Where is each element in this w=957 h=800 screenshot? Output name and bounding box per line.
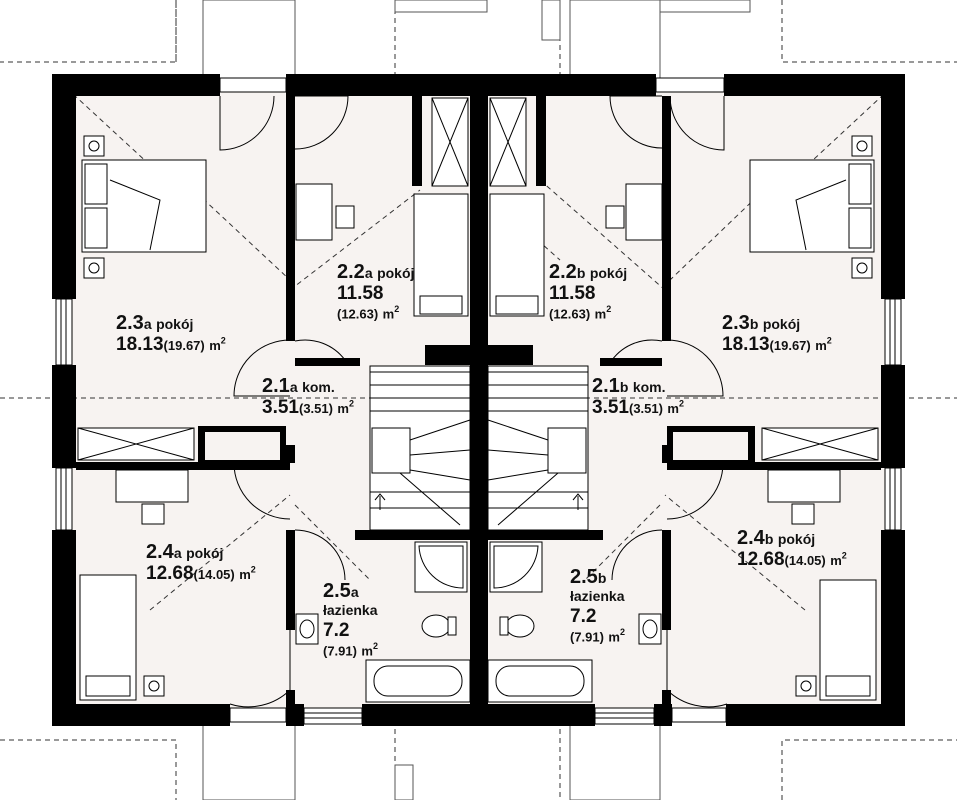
- room-label-2-1a: 2.1a kom. 3.51(3.51) m2: [262, 375, 354, 418]
- room-label-2-2a: 2.2a pokój 11.58 (12.63) m2: [337, 261, 415, 322]
- doors: [219, 95, 728, 708]
- room-label-2-4b: 2.4b pokój 12.68(14.05) m2: [737, 527, 847, 570]
- nightstands: [83, 135, 873, 697]
- windows: [55, 77, 902, 725]
- room-label-2-1b: 2.1b kom. 3.51(3.51) m2: [592, 375, 684, 418]
- staircase: [369, 365, 589, 531]
- beds: [79, 159, 877, 701]
- room-label-2-5b: 2.5b łazienka 7.2 (7.91) m2: [570, 566, 625, 645]
- room-label-2-2b: 2.2b pokój 11.58 (12.63) m2: [549, 261, 628, 322]
- room-label-2-5a: 2.5a łazienka 7.2 (7.91) m2: [323, 580, 378, 659]
- desks: [115, 183, 841, 525]
- exterior-walls: [52, 74, 905, 726]
- wardrobes: [77, 97, 879, 461]
- bathroom-fixtures: [295, 541, 662, 703]
- room-label-2-3b: 2.3b pokój 18.13(19.67) m2: [722, 312, 832, 355]
- wall-cutouts: [205, 432, 748, 460]
- room-label-2-4a: 2.4a pokój 12.68(14.05) m2: [146, 541, 256, 584]
- room-label-2-3a: 2.3a pokój 18.13(19.67) m2: [116, 312, 226, 355]
